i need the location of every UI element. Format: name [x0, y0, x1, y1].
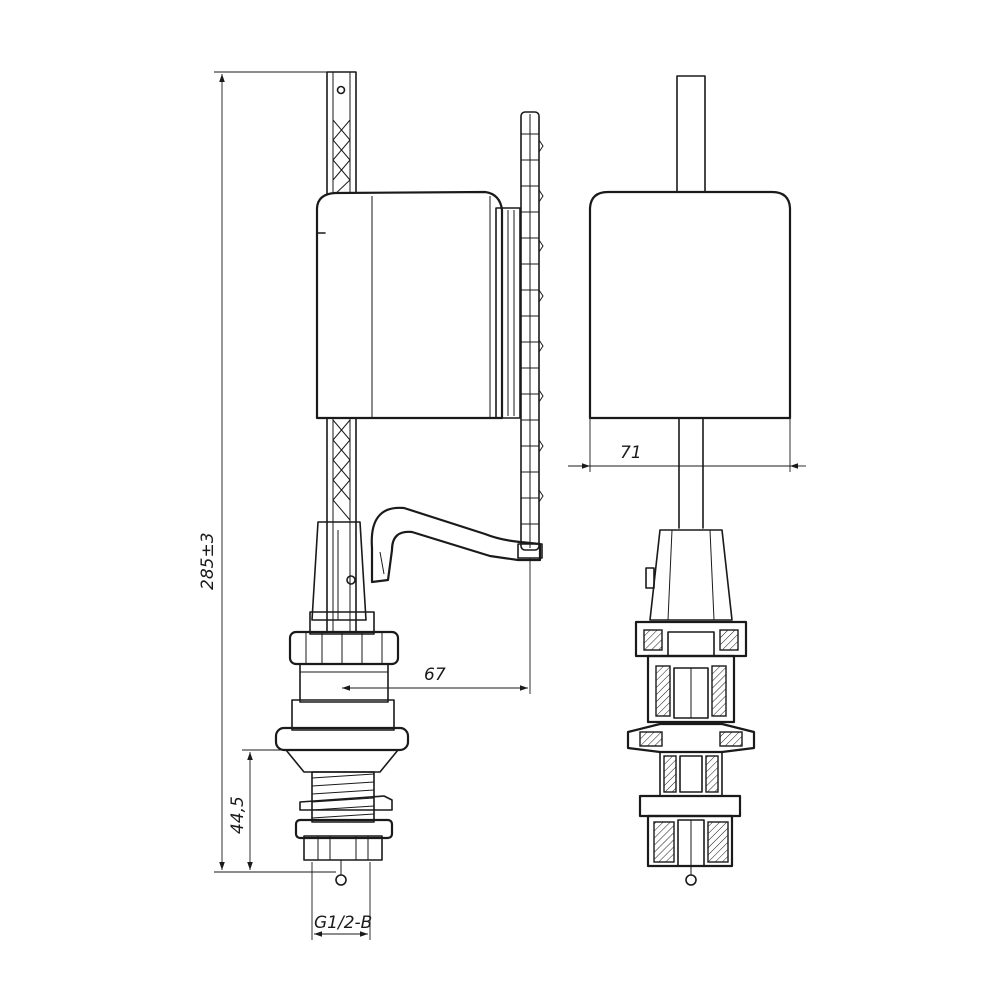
- threaded-shank: [294, 771, 394, 886]
- float-box: [315, 190, 521, 420]
- dimension-label-thread-size: G1/2-B: [314, 913, 372, 933]
- dimension-label-float-offset: 67: [424, 665, 446, 685]
- valve-body: [274, 630, 410, 773]
- ratchet-rod: [517, 111, 544, 559]
- dimension-label-overall-height: 285±3: [198, 532, 218, 590]
- dimension-label-float-width: 71: [620, 443, 642, 463]
- side-view: [274, 71, 544, 886]
- dimension-overall-height: 285±3: [198, 71, 356, 873]
- valve-head: [309, 521, 375, 635]
- front-float: [588, 190, 792, 420]
- front-section-body: [626, 620, 756, 886]
- float-arm: [370, 506, 542, 584]
- dimension-label-thread-length: 44,5: [228, 796, 248, 834]
- front-valve-head: [645, 529, 733, 621]
- dimension-thread-size: G1/2-B: [311, 862, 372, 940]
- dimension-thread-length: 44,5: [228, 749, 300, 873]
- front-view: [588, 75, 792, 886]
- dimension-float-offset: 67: [342, 558, 531, 694]
- dimension-float-width: 71: [568, 418, 806, 472]
